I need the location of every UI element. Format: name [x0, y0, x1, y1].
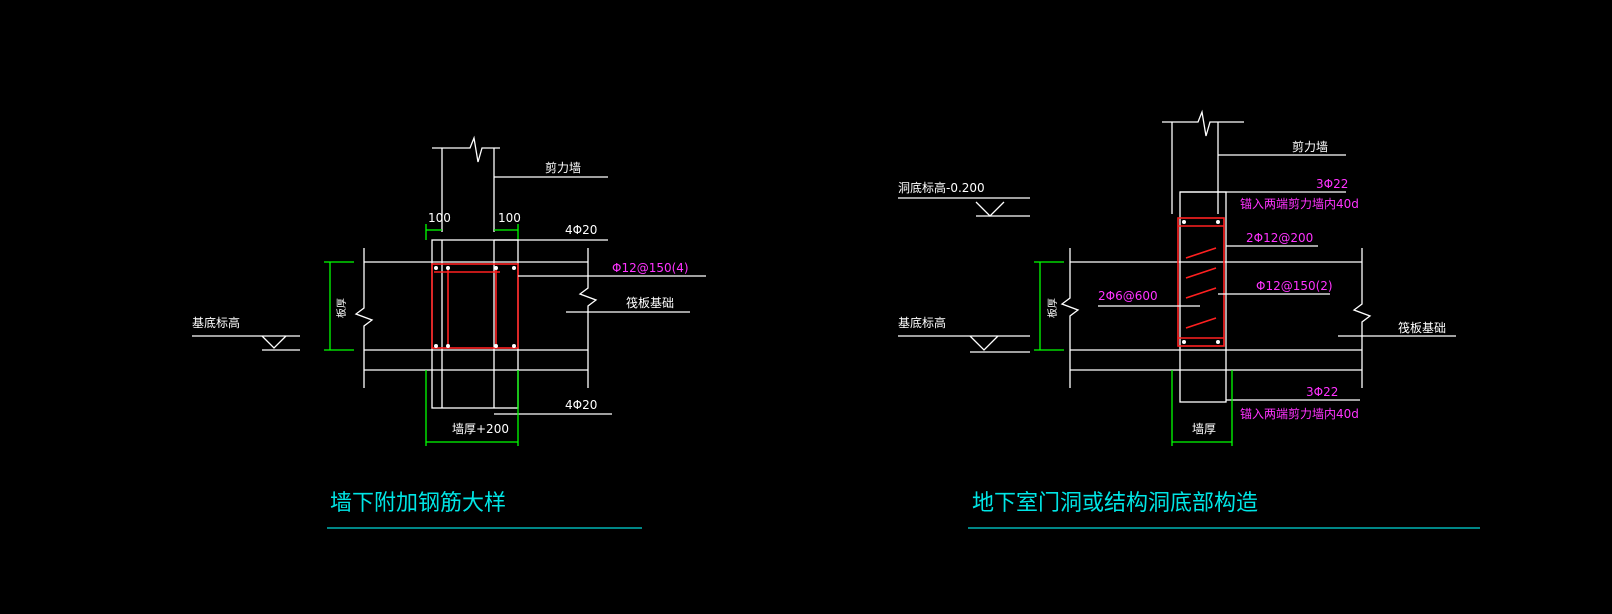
left-bar-dot-8	[512, 344, 516, 348]
right-wall-label: 剪力墙	[1292, 139, 1328, 154]
left-bar-dot-4	[512, 266, 516, 270]
right-bar-dot-1	[1182, 220, 1186, 224]
left-bottom-dim-label: 墙厚+200	[452, 422, 509, 436]
left-detail: 剪力墙 100 100 4Φ20	[192, 135, 706, 529]
right-opening-elev-triangle	[975, 201, 1005, 217]
left-base-elev-label: 基底标高	[192, 315, 240, 330]
right-slab-break-left	[1060, 248, 1080, 388]
left-stirrup-outer	[431, 263, 519, 349]
left-dim-100-right-label: 100	[498, 211, 521, 225]
right-title: 地下室门洞或结构洞底部构造	[972, 491, 1258, 516]
right-stirrup-outer	[1177, 217, 1225, 347]
right-bar-dot-4	[1216, 340, 1220, 344]
right-beam-outline	[1179, 191, 1227, 403]
right-stirrup-label: Φ12@150(2)	[1256, 279, 1333, 293]
left-beam-outline	[431, 239, 519, 409]
left-bar-dot-5	[434, 344, 438, 348]
right-base-elev-triangle	[969, 335, 999, 351]
right-slab-break-right	[1352, 248, 1372, 388]
left-bottom-bars-label: 4Φ20	[565, 398, 597, 412]
left-dim-100-left-label: 100	[428, 211, 451, 225]
right-longit-label: 2Φ12@200	[1246, 231, 1313, 245]
left-raft-label: 筏板基础	[626, 296, 674, 310]
left-slab-break-right	[578, 248, 598, 388]
left-bar-dot-7	[494, 344, 498, 348]
left-bar-dot-2	[446, 266, 450, 270]
right-vert-dim-label: 板厚	[1046, 298, 1059, 318]
right-bar-dot-2	[1216, 220, 1220, 224]
left-wall-top-break	[432, 135, 500, 163]
right-top-bars-label: 3Φ22	[1316, 177, 1348, 191]
right-anchor-bottom-label: 锚入两端剪力墙内40d	[1240, 406, 1359, 421]
left-top-bars-label: 4Φ20	[565, 223, 597, 237]
right-base-elev-label: 基底标高	[898, 315, 946, 330]
left-stirrup-label: Φ12@150(4)	[612, 261, 689, 275]
right-bar-dot-3	[1182, 340, 1186, 344]
right-stirrup-hooks	[1185, 247, 1217, 329]
right-bottom-dim-label: 墙厚	[1192, 422, 1216, 436]
right-detail: 剪力墙 洞底标高-0.200 3Φ22 锚入两端剪力墙内40d 2Φ12@200	[898, 109, 1480, 529]
right-side-bars-label: 2Φ6@600	[1098, 289, 1158, 303]
right-bottom-bars-label: 3Φ22	[1306, 385, 1338, 399]
left-base-elev-triangle	[261, 335, 287, 349]
left-bar-dot-3	[494, 266, 498, 270]
left-bar-dot-1	[434, 266, 438, 270]
left-slab-break-left	[354, 248, 374, 388]
left-bar-dot-6	[446, 344, 450, 348]
left-vert-dim-label: 板厚	[335, 298, 348, 318]
left-title: 墙下附加钢筋大样	[330, 491, 506, 516]
left-wall-label: 剪力墙	[545, 160, 581, 175]
right-raft-label: 筏板基础	[1398, 321, 1446, 335]
right-opening-elev-label: 洞底标高-0.200	[898, 180, 985, 195]
right-anchor-top-label: 锚入两端剪力墙内40d	[1240, 196, 1359, 211]
right-wall-top-break	[1162, 109, 1244, 137]
